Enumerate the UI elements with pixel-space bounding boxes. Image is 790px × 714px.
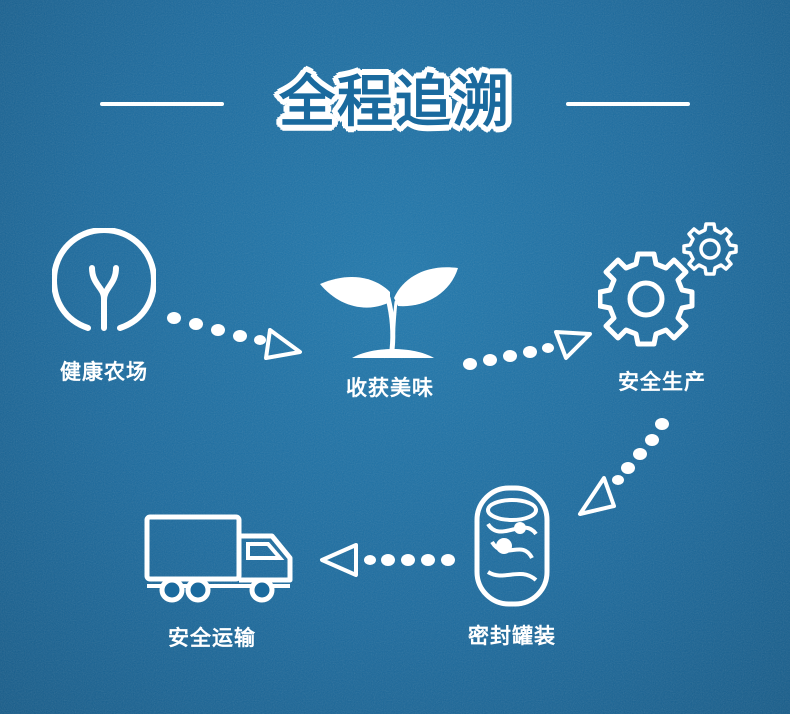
node-label-farm: 健康农场 xyxy=(60,360,148,384)
gear-icon xyxy=(598,222,738,347)
flow-arrow-2 xyxy=(463,330,592,370)
node-label-transport: 安全运输 xyxy=(168,626,256,650)
title-line-right xyxy=(566,102,690,106)
node-label-harvest: 收获美味 xyxy=(346,376,434,400)
page-title: 全程追溯 xyxy=(279,70,511,135)
title-bar: 全程追溯 xyxy=(0,58,790,148)
node-label-production: 安全生产 xyxy=(618,370,706,394)
sprout-icon xyxy=(320,267,458,358)
tree-icon xyxy=(52,228,156,331)
can-icon xyxy=(474,485,550,607)
truck-icon xyxy=(144,514,293,603)
title-line-left xyxy=(100,102,224,106)
node-label-canning: 密封罐装 xyxy=(468,624,556,648)
flow-arrow-1 xyxy=(167,312,302,360)
flow-arrow-3 xyxy=(578,418,669,516)
flow-arrow-4 xyxy=(320,543,455,577)
